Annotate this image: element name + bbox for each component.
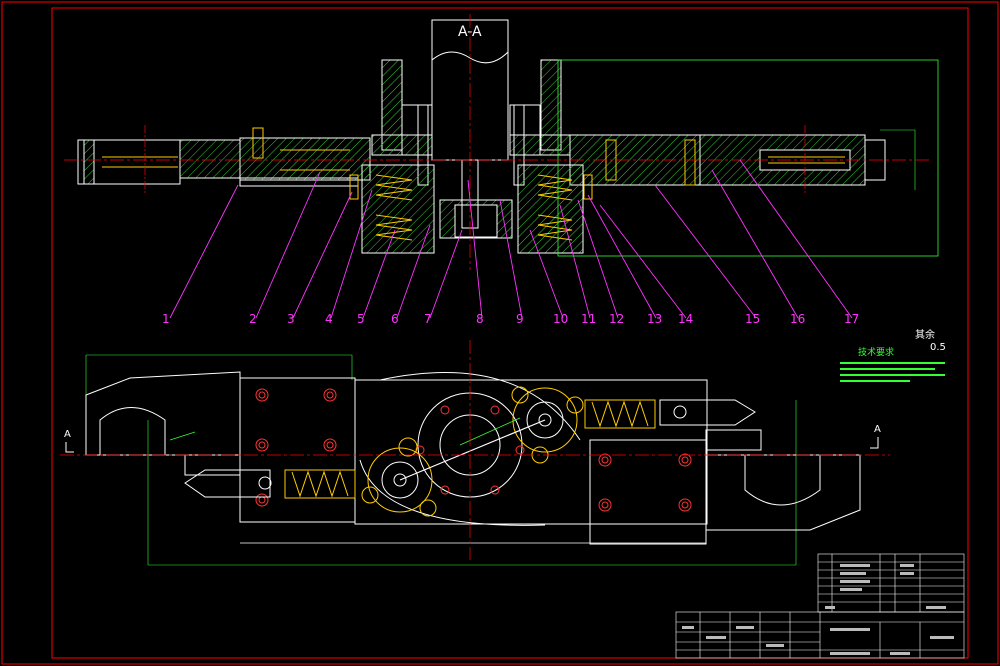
- roughness-label: 其余: [915, 328, 935, 341]
- section-marks: A A: [64, 424, 881, 453]
- cam-left: [361, 437, 437, 517]
- tech-req-title: 技术要求: [858, 346, 894, 358]
- callout-9: 9: [516, 312, 524, 326]
- callout-16: 16: [790, 312, 805, 326]
- callout-5: 5: [357, 312, 365, 326]
- leader-lines: [169, 159, 853, 319]
- callout-13: 13: [647, 312, 662, 326]
- callout-10: 10: [553, 312, 568, 326]
- callout-11: 11: [581, 312, 596, 326]
- section-mark-left: A: [64, 429, 71, 440]
- callout-15: 15: [745, 312, 760, 326]
- callout-7: 7: [424, 312, 432, 326]
- callout-3: 3: [287, 312, 295, 326]
- actuator-left: [184, 469, 356, 499]
- plan-view: [60, 340, 890, 566]
- callout-8: 8: [476, 312, 484, 326]
- callout-1: 1: [162, 312, 170, 326]
- section-view: [64, 14, 939, 270]
- callout-14: 14: [678, 312, 693, 326]
- section-mark-right: A: [874, 424, 881, 435]
- spring-left: [375, 174, 413, 241]
- callout-4: 4: [325, 312, 333, 326]
- title-block: [675, 553, 965, 659]
- callout-6: 6: [391, 312, 399, 326]
- spring-right: [537, 174, 573, 241]
- callout-2: 2: [249, 312, 257, 326]
- callout-12: 12: [609, 312, 624, 326]
- actuator-right: [584, 399, 756, 429]
- roughness-value: 0.5: [930, 342, 946, 353]
- notes: 其余 0.5 技术要求: [840, 328, 946, 382]
- callout-numbers: 1 2 3 4 5 6 7 8 9 10 11 12 13 14 15 16 1…: [162, 312, 859, 326]
- callout-17: 17: [844, 312, 859, 326]
- cam-right: [511, 386, 584, 464]
